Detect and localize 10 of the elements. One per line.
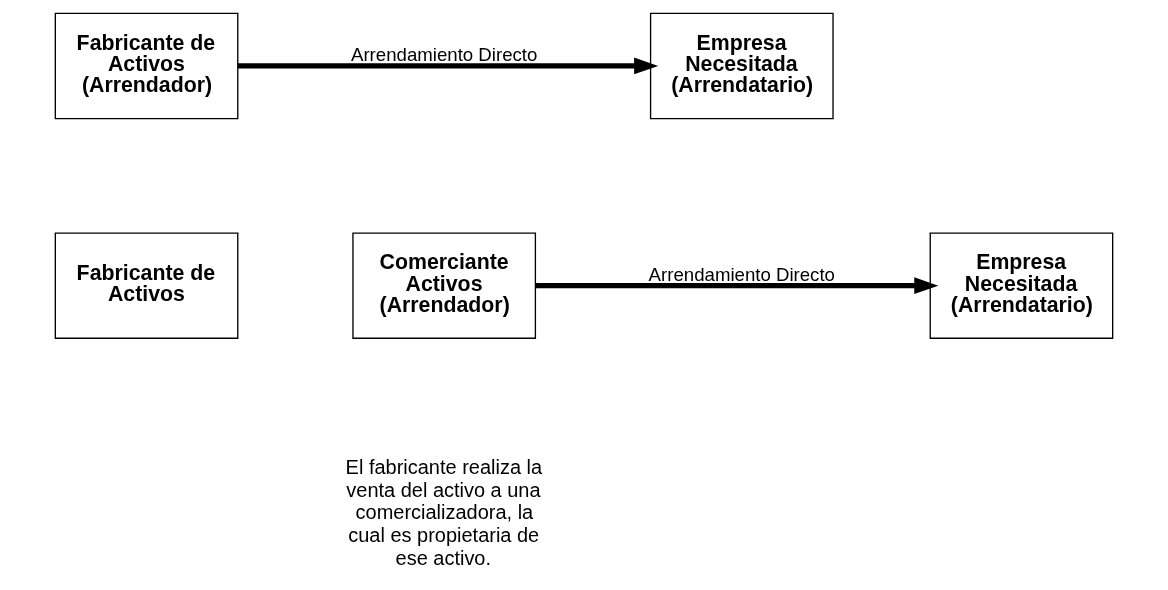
node-box: Fabricante de Activos — [54, 232, 239, 339]
node-box: Fabricante de Activos (Arrendador) — [54, 12, 239, 120]
label: El fabricante realiza la venta del activo a una comercializadora, la cual es propietaria de ese activo. — [345, 456, 543, 569]
node-box: Comerciante Activos (Arrendador) — [352, 232, 537, 339]
node-box: Empresa Necesitada (Arrendatario) — [929, 232, 1114, 339]
edge-label: Arrendamiento Directo — [648, 263, 835, 285]
arrow — [237, 57, 659, 75]
node-box: Empresa Necesitada (Arrendatario) — [649, 12, 834, 120]
arrow — [535, 277, 939, 295]
edge-label: Arrendamiento Directo — [351, 43, 538, 65]
